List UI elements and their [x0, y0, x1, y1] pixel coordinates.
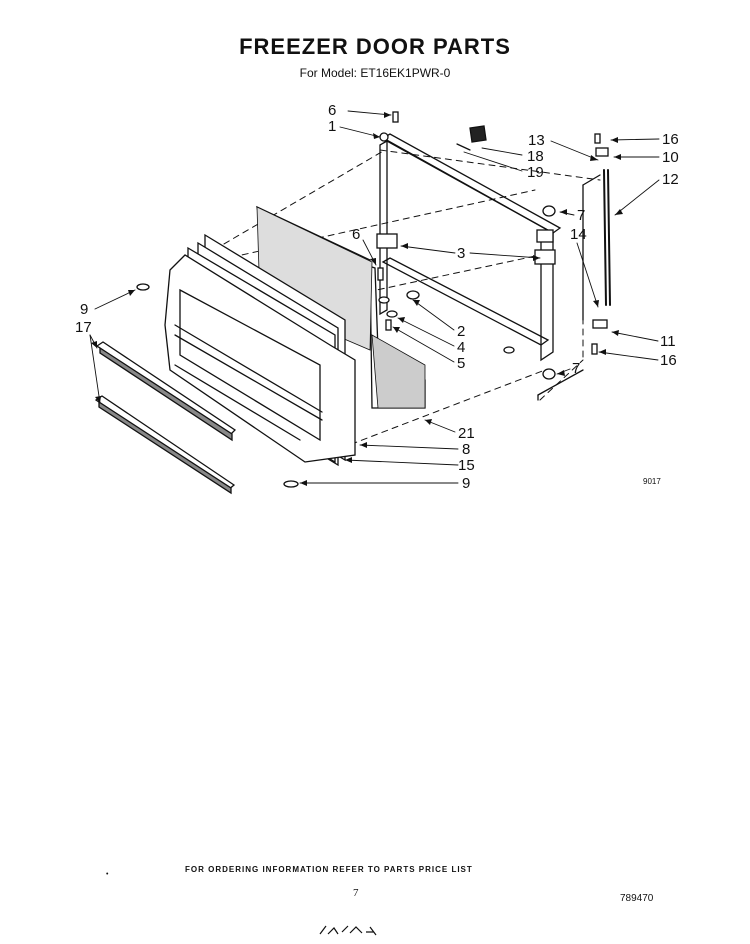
catalog-number: 789470: [620, 893, 654, 904]
callout-9-left: 9: [80, 301, 89, 318]
handwritten-mark: [319, 925, 377, 936]
callout-12: 12: [662, 171, 679, 188]
callout-18: 18: [527, 148, 544, 165]
callout-6: 6: [328, 102, 337, 119]
insulation-panel: [256, 205, 426, 409]
ordering-note: FOR ORDERING INFORMATION REFER TO PARTS …: [185, 865, 473, 874]
callout-15: 15: [458, 457, 475, 474]
hinge-cover-panel: [537, 174, 601, 401]
callout-17: 17: [75, 319, 92, 336]
callout-21: 21: [458, 425, 475, 442]
callout-2: 2: [457, 323, 466, 340]
figure-number: 9017: [643, 477, 661, 486]
callout-9-bottom: 9: [462, 475, 471, 492]
page-number: 7: [353, 887, 359, 899]
callout-14: 14: [570, 226, 587, 243]
leader-lines: [89, 110, 660, 484]
screws-and-bushings: [136, 111, 609, 488]
callout-7-bottom: 7: [572, 360, 581, 377]
callout-4: 4: [457, 339, 466, 356]
callout-8: 8: [462, 441, 471, 458]
arrowheads: [91, 112, 623, 486]
bracket-tabs: [456, 125, 487, 151]
door-shelf-bars: [94, 341, 237, 495]
callout-1: 1: [328, 118, 337, 135]
callout-13: 13: [528, 132, 545, 149]
callout-16-bottom: 16: [660, 352, 677, 369]
callout-11: 11: [660, 333, 676, 350]
callout-6-mid: 6: [352, 226, 361, 243]
callout-5: 5: [457, 355, 466, 372]
model-line: For Model: ET16EK1PWR-0: [299, 66, 451, 80]
footer-bullet: •: [106, 871, 109, 878]
page-title: FREEZER DOOR PARTS: [239, 34, 511, 59]
gasket-strip-12: [603, 169, 611, 306]
callout-19: 19: [527, 164, 544, 181]
callout-10: 10: [662, 149, 679, 166]
callout-16-top: 16: [662, 131, 679, 148]
callout-7-top: 7: [577, 207, 586, 224]
door-liner: [164, 254, 356, 463]
callout-3: 3: [457, 245, 466, 262]
